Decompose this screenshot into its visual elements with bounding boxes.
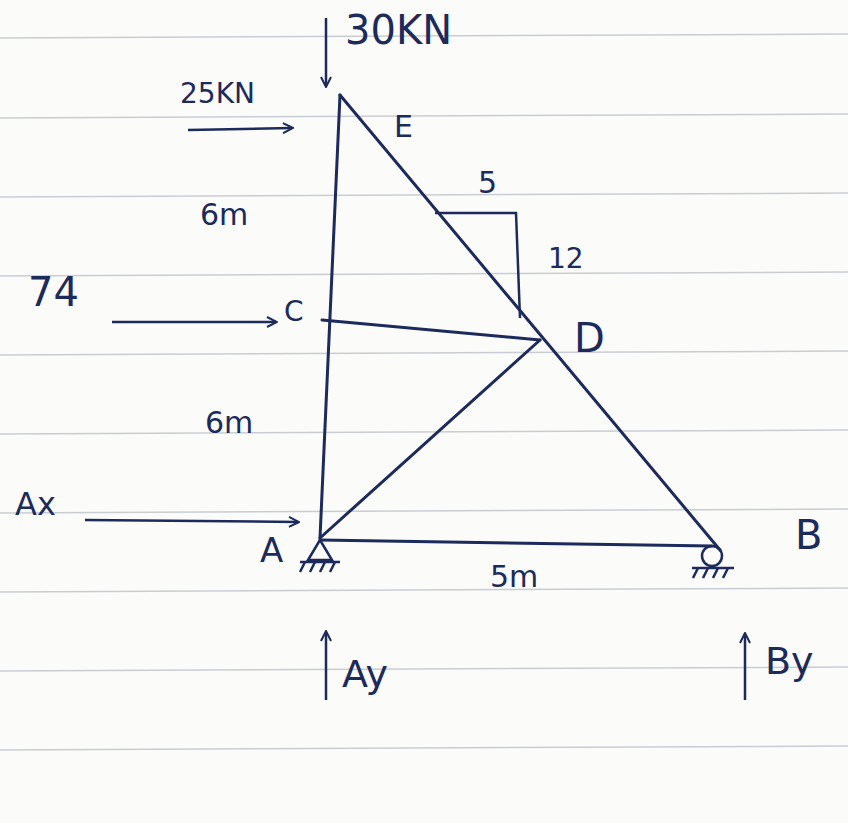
dimension-label: 6m <box>205 408 253 438</box>
ruled-lines <box>0 34 848 750</box>
dimension-label: 6m <box>200 200 248 230</box>
reaction-label: Ax <box>15 488 56 520</box>
joint-label: C <box>284 298 304 326</box>
load-label: 30KN <box>345 10 452 50</box>
slope-label: 12 <box>548 245 584 273</box>
load-label: 25KN <box>180 80 255 108</box>
joint-label: A <box>260 533 283 567</box>
slope-triangle <box>435 213 520 318</box>
joint-label: D <box>574 318 605 358</box>
joint-label: B <box>795 515 822 555</box>
truss-members <box>320 95 720 550</box>
reaction-label: By <box>765 642 814 680</box>
dimension-label: 5m <box>490 562 538 592</box>
reaction-label: Ay <box>342 655 388 693</box>
slope-label: 5 <box>478 168 497 198</box>
joint-label: E <box>394 112 413 142</box>
load-label: 74 <box>28 272 79 312</box>
force-arrows <box>85 18 745 700</box>
